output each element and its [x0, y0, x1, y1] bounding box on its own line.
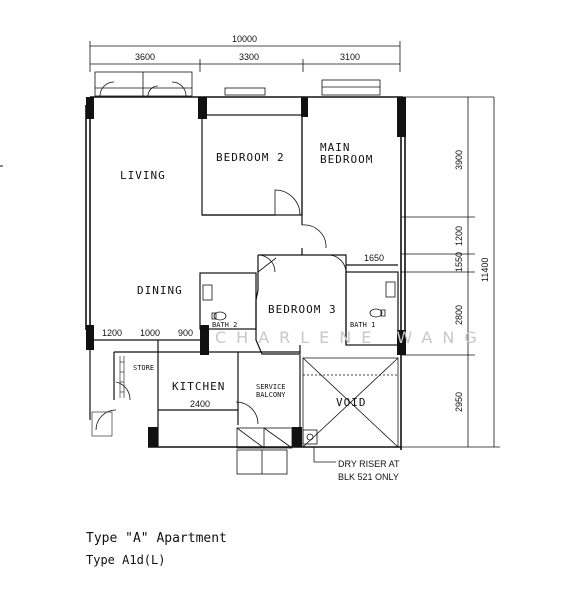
room-service-balcony-line2: BALCONY	[256, 391, 286, 399]
room-bath-2: BATH 2	[212, 321, 237, 329]
room-dining: DINING	[137, 284, 183, 297]
dim-total-width: 10000	[232, 34, 257, 44]
dim-height-1550: 1550	[454, 252, 464, 272]
dim-height-2800: 2800	[454, 305, 464, 325]
room-bath-1: BATH 1	[350, 321, 375, 329]
store-shelves	[91, 356, 125, 437]
dim-width-3600: 3600	[135, 52, 155, 62]
dim-height-3900: 3900	[454, 150, 464, 170]
dim-height-total: 11400	[480, 258, 490, 282]
room-main-bedroom-line2: BEDROOM	[320, 153, 373, 166]
dim-height-1200: 1200	[454, 226, 464, 246]
dry-riser-note-line1: DRY RISER AT	[338, 459, 400, 469]
room-main-bedroom-line1: MAIN	[320, 141, 351, 154]
room-bedroom-3: BEDROOM 3	[268, 303, 337, 316]
room-kitchen: KITCHEN	[172, 380, 225, 393]
room-bedroom-2: BEDROOM 2	[216, 151, 285, 164]
room-service-balcony-line1: SERVICE	[256, 383, 286, 391]
dim-width-3100: 3100	[340, 52, 360, 62]
bottom-openings	[236, 427, 336, 475]
door-swings	[95, 189, 347, 431]
watermark: CHARLENE WANG	[215, 328, 487, 347]
dim-900: 900	[178, 328, 193, 338]
room-store: STORE	[133, 364, 154, 372]
dim-1200: 1200	[102, 328, 122, 338]
top-dimension-lines	[89, 41, 401, 72]
dim-1650: 1650	[364, 253, 384, 263]
columns	[86, 97, 406, 447]
void-area	[302, 357, 399, 448]
right-dimension-lines	[401, 96, 500, 448]
dim-2400: 2400	[190, 399, 210, 409]
caption-apartment-type: Type "A" Apartment	[86, 531, 227, 546]
bath-fixtures	[202, 281, 396, 321]
interior-walls	[89, 114, 399, 447]
dim-width-3300: 3300	[239, 52, 259, 62]
dim-height-2950: 2950	[454, 392, 464, 412]
caption-unit-type: Type A1d(L)	[86, 553, 166, 567]
dry-riser-note-line2: BLK 521 ONLY	[338, 472, 399, 482]
top-windows	[94, 71, 381, 97]
room-void: VOID	[336, 396, 367, 409]
dim-1000: 1000	[140, 328, 160, 338]
room-living: LIVING	[120, 169, 166, 182]
